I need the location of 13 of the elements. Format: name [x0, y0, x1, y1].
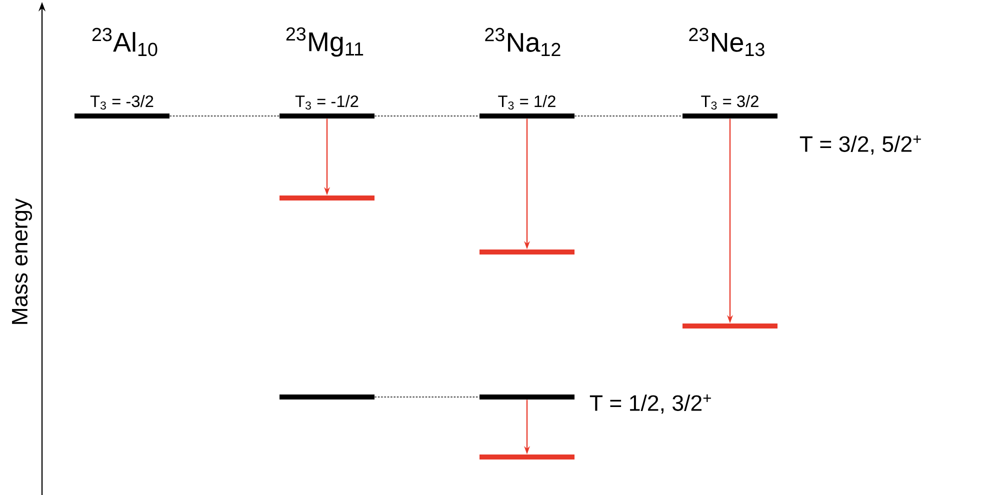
- element-symbol: $^{23}$Na$_{12}$: [485, 28, 560, 56]
- level-label: T$_{3}$ = -1/2: [295, 95, 358, 110]
- element-symbol: $^{23}$Ne$_{13}$: [689, 28, 764, 56]
- connector-line: [374, 396, 480, 398]
- axis-label: Mass energy: [12, 198, 32, 324]
- element-symbol: $^{23}$Al$_{10}$: [92, 28, 158, 56]
- level-label: T = 1/2, 3/2$^{+}$: [590, 394, 711, 414]
- level-label: T$_{3}$ = 3/2: [701, 95, 758, 110]
- level-label: T$_{3}$ = -3/2: [90, 95, 154, 110]
- level-label: T = 3/2, 5/2$^{+}$: [800, 135, 921, 155]
- level-label: T$_{3}$ = 1/2: [498, 95, 556, 110]
- element-symbol: $^{23}$Mg$_{11}$: [286, 27, 364, 57]
- level-bar: [280, 394, 374, 400]
